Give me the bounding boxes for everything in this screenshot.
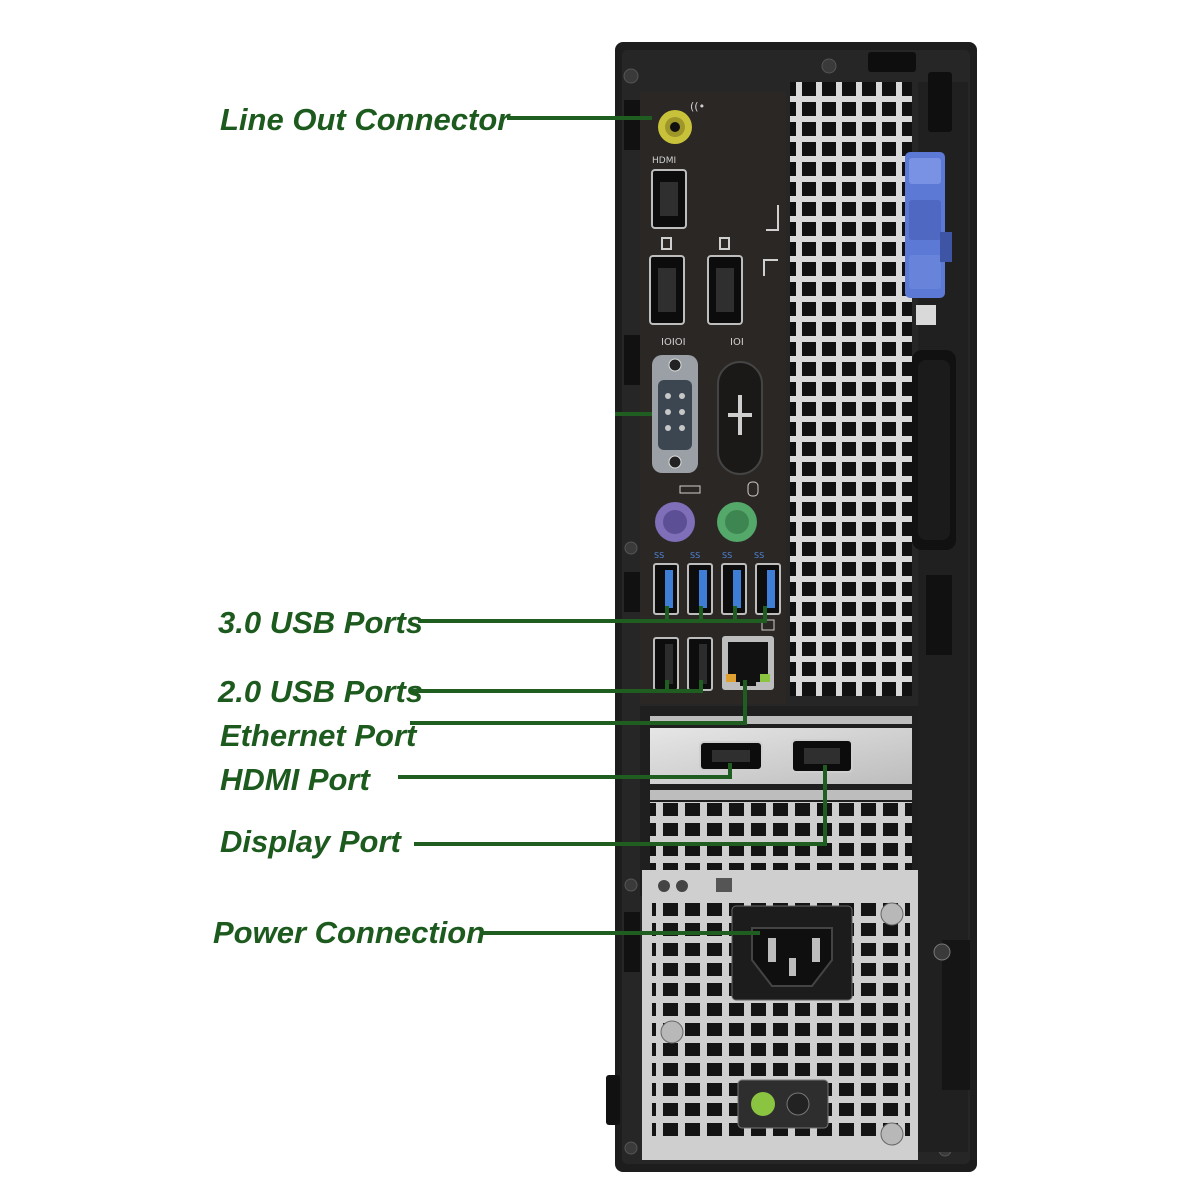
leader-line-hdmi	[398, 763, 732, 779]
power-socket[interactable]	[731, 905, 853, 1001]
power-socket-icon	[768, 938, 776, 962]
power-led-icon	[751, 1092, 775, 1116]
usb3-port-group: SS SS SS SS	[653, 551, 781, 615]
slot-marking: IOI	[730, 337, 744, 348]
screw-icon	[933, 943, 951, 961]
onboard-displayport-1[interactable]	[649, 237, 685, 325]
leader-line-usb3	[418, 606, 767, 623]
usb3-marking: SS	[654, 551, 664, 560]
ethernet-port[interactable]	[722, 619, 775, 690]
svg-text:SS: SS	[722, 551, 732, 560]
leader-line-usb2	[412, 680, 703, 693]
label-hdmi: HDMI Port	[220, 762, 372, 797]
screw-icon	[624, 1141, 638, 1155]
expansion-slot-area	[640, 706, 918, 896]
ps2-mouse-port[interactable]	[717, 481, 759, 542]
chassis-release-latch[interactable]	[905, 152, 952, 298]
screw-icon	[623, 68, 639, 84]
label-usb3: 3.0 USB Ports	[218, 605, 423, 640]
label-displayport: Display Port	[220, 824, 403, 859]
onboard-hdmi-port[interactable]: HDMI	[651, 156, 687, 229]
screw-icon	[821, 58, 837, 74]
leader-line-displayport	[414, 765, 827, 846]
label-usb2: 2.0 USB Ports	[217, 674, 423, 709]
screw-icon	[624, 878, 638, 892]
mouse-icon	[747, 481, 759, 497]
usb2-port-group	[653, 637, 713, 691]
hdmi-marking: HDMI	[652, 156, 676, 166]
graphics-card-displayport[interactable]	[791, 739, 853, 773]
callout-labels: Line Out Connector 3.0 USB Ports 2.0 USB…	[213, 102, 511, 950]
ethernet-icon	[761, 619, 775, 631]
displayport-icon	[719, 237, 730, 250]
leader-lines	[398, 116, 827, 935]
label-power: Power Connection	[213, 915, 485, 950]
psu-diagnostic-panel	[737, 1079, 829, 1129]
right-rail	[912, 72, 970, 1152]
svg-text:SS: SS	[754, 551, 764, 560]
screw-icon	[624, 541, 638, 555]
serial-port[interactable]: IOIOI	[652, 337, 698, 473]
serial-marking: IOIOI	[661, 337, 686, 348]
label-ethernet: Ethernet Port	[220, 718, 418, 753]
label-line-out: Line Out Connector	[220, 102, 511, 137]
usb2-port[interactable]	[653, 637, 679, 691]
ps2-keyboard-port[interactable]	[655, 485, 701, 542]
usb2-port[interactable]	[687, 637, 713, 691]
svg-text:SS: SS	[690, 551, 700, 560]
upper-vent-grille	[790, 82, 912, 696]
usb3-port[interactable]	[755, 563, 781, 615]
leader-line-ethernet	[410, 680, 747, 725]
optional-port-knockout: IOI	[717, 337, 763, 475]
line-out-jack[interactable]: ((•	[658, 100, 705, 144]
displayport-icon	[661, 237, 672, 250]
keyboard-icon	[679, 485, 701, 494]
self-test-button[interactable]	[786, 1092, 810, 1116]
audio-jack-icon: ((•	[690, 100, 705, 113]
onboard-displayport-2[interactable]	[707, 237, 743, 325]
